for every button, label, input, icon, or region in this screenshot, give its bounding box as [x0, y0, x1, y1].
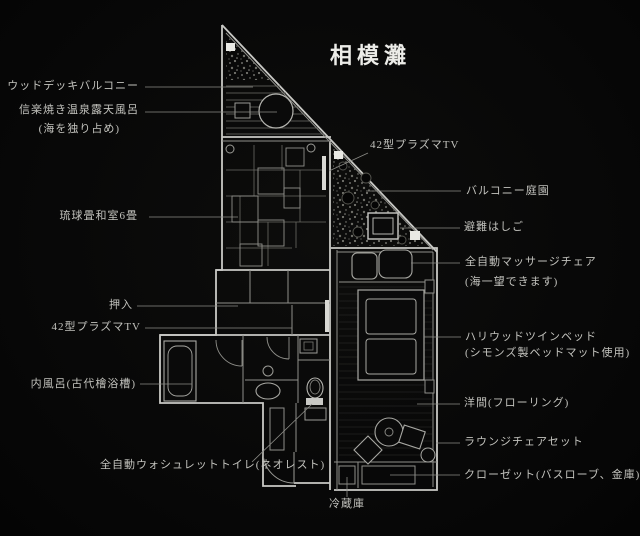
label-western-room: 洋間(フローリング): [464, 397, 570, 409]
label-refrigerator: 冷蔵庫: [329, 498, 365, 510]
massage-chair-icon: [351, 249, 413, 280]
tatami-room: [225, 143, 326, 267]
label-lounge-chair: ラウンジチェアセット: [464, 436, 584, 448]
entry: [262, 407, 327, 484]
label-escape-ladder: 避難はしご: [464, 221, 524, 233]
drain-icon: [262, 365, 274, 377]
lounge-chair-icon: [398, 424, 426, 450]
washroom-door-icon: [266, 336, 290, 360]
label-closet: クローゼット(バスローブ、金庫): [464, 469, 640, 481]
escape-ladder-icon: [367, 212, 399, 240]
wall-vent-icon: [424, 379, 435, 394]
washbasin-icon: [255, 382, 281, 400]
label-wood-deck: ウッドデッキバルコニー: [7, 80, 139, 92]
label-indoor-bath: 内風呂(古代檜浴槽): [30, 378, 136, 390]
label-open-air-bath-note: (海を独り占め): [38, 123, 120, 135]
label-twin-bed: ハリウッドツインベッド: [465, 331, 597, 343]
label-massage-chair-note: (海一望できます): [465, 276, 559, 288]
shoe-cabinet-icon: [269, 407, 285, 451]
deck-stool-icon: [234, 102, 251, 119]
outer-walls: [159, 24, 438, 491]
label-washlet-toilet: 全自動ウォシュレットトイレ(ネオレスト): [100, 459, 326, 471]
label-twin-bed-note: (シモンズ製ベッドマット使用): [465, 347, 631, 359]
downlight-icon: [225, 144, 235, 154]
garden-light-icon: [410, 231, 420, 240]
counter-icon: [304, 407, 327, 421]
label-plasma-tv-left: 42型プラズマTV: [51, 321, 141, 333]
toilet-icon: [306, 377, 324, 405]
twin-beds-icon: [357, 289, 425, 381]
western-room: [325, 249, 436, 488]
label-plasma-tv-right: 42型プラズマTV: [370, 139, 460, 151]
garden-light-icon: [334, 151, 343, 159]
label-balcony-garden: バルコニー庭園: [466, 185, 550, 197]
label-tatami-room: 琉球畳和室6畳: [59, 210, 138, 222]
entrance-door-icon: [262, 451, 295, 484]
bathtub-icon: [163, 340, 197, 402]
page-title: 相模灘: [330, 43, 412, 68]
bath-door-icon: [215, 339, 243, 367]
tatami-tv-icon: [322, 156, 326, 190]
wood-deck-balcony: [226, 35, 324, 135]
open-air-bath-icon: [258, 93, 294, 129]
leader-lines: [137, 86, 461, 497]
downlight-icon: [306, 143, 316, 153]
wall-vent-icon: [424, 279, 435, 294]
bedroom-tv-icon: [325, 300, 329, 332]
label-massage-chair: 全自動マッサージチェア: [465, 256, 597, 268]
label-oshiire: 押入: [109, 299, 133, 311]
laundry-icon: [299, 338, 318, 354]
balcony-garden: [333, 146, 428, 246]
side-stool-icon: [420, 447, 436, 463]
bathroom-block: [163, 336, 324, 405]
label-open-air-bath: 信楽焼き温泉露天風呂: [19, 104, 139, 116]
lounge-set-icon: [353, 417, 436, 465]
garden-light-icon: [226, 43, 235, 51]
lounge-chair-icon: [353, 435, 383, 465]
